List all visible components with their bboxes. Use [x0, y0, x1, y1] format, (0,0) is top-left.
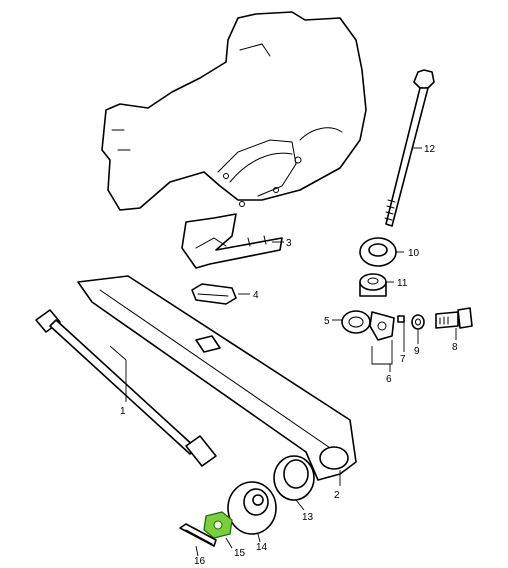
- callout-13: 13: [302, 512, 314, 523]
- callout-5: 5: [324, 316, 330, 327]
- transmission-housing: [101, 11, 367, 211]
- part-9-washer: [411, 314, 425, 330]
- part-3-bracket: [181, 213, 283, 269]
- part-8-bolt: [435, 307, 473, 329]
- callout-12: 12: [424, 144, 436, 155]
- part-10-washer: [359, 237, 397, 267]
- callout-14: 14: [256, 542, 268, 553]
- part-13-bushing: [273, 455, 315, 501]
- callout-2: 2: [334, 490, 340, 501]
- part-15-nut-highlighted: [203, 511, 233, 539]
- callout-10: 10: [408, 248, 420, 259]
- part-1-torsion-bar: [35, 309, 217, 467]
- leader-lines: [109, 147, 457, 557]
- callout-11: 11: [397, 278, 408, 289]
- callout-3: 3: [286, 238, 292, 249]
- callout-9: 9: [414, 346, 420, 357]
- callout-4: 4: [253, 290, 259, 301]
- part-12-bolt: [384, 69, 435, 227]
- callout-6: 6: [386, 374, 392, 385]
- callout-16: 16: [194, 556, 206, 567]
- part-2-plate: [77, 275, 357, 481]
- part-16-cotter-pin: [179, 523, 217, 547]
- callout-1: 1: [120, 406, 126, 417]
- part-11-bushing: [359, 273, 387, 297]
- callout-8: 8: [452, 342, 458, 353]
- part-4-pad: [191, 283, 237, 305]
- part-14-mount: [227, 481, 277, 535]
- part-5-washer: [341, 310, 371, 334]
- callout-7: 7: [400, 354, 406, 365]
- part-7-clip: [369, 311, 405, 341]
- callout-15: 15: [234, 548, 246, 559]
